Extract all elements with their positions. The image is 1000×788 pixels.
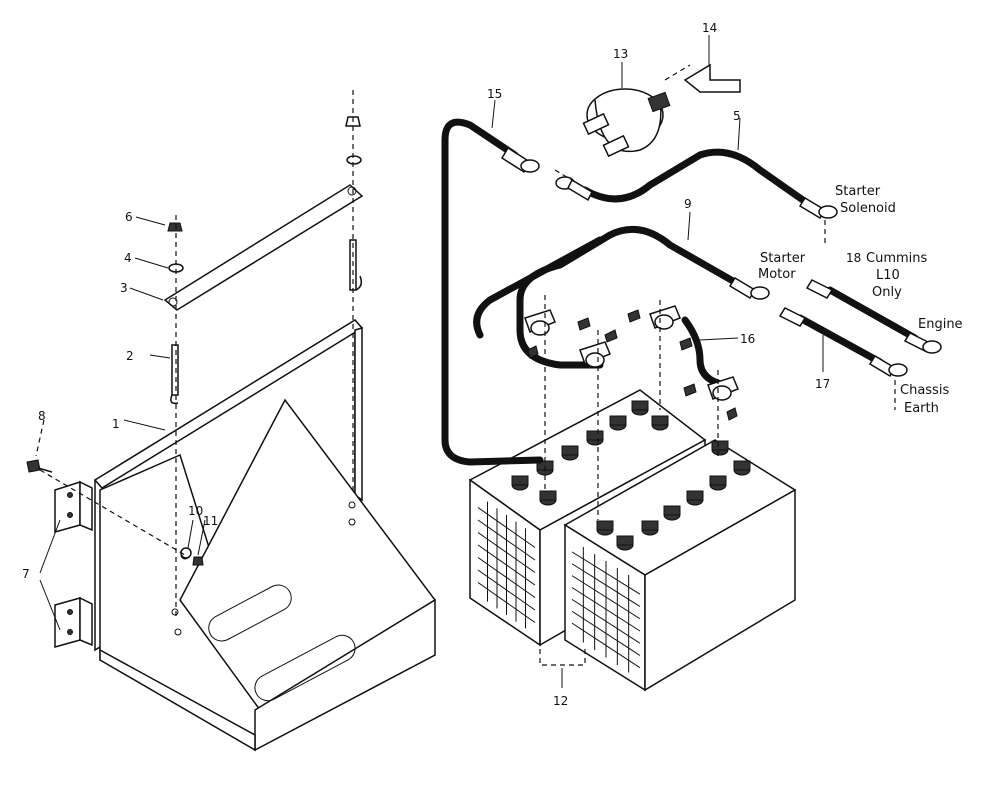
washer-right [346, 155, 362, 165]
cable-16 [681, 316, 729, 389]
callout-16: 16 [740, 332, 755, 346]
note-starter-solenoid-line2: Solenoid [840, 201, 896, 216]
note-cummins-line3: Only [872, 285, 902, 300]
leader-lines [35, 35, 824, 688]
callout-15: 15 [487, 87, 502, 101]
callout-4: 4 [124, 251, 132, 265]
battery-cell-caps [511, 400, 751, 551]
note-chassis-earth-line2: Earth [904, 401, 939, 416]
clamp-bar [163, 184, 364, 311]
note-starter-motor-line1: Starter [760, 251, 806, 266]
battery-tray [93, 319, 437, 752]
note-chassis-earth-line1: Chassis [900, 383, 949, 398]
callout-7: 7 [22, 567, 30, 581]
bolt-8 [26, 459, 53, 473]
callout-17: 17 [815, 377, 830, 391]
battery-grid-texture [477, 501, 641, 673]
note-starter-solenoid-line1: Starter [835, 184, 881, 199]
j-bolt-left [170, 344, 179, 405]
callout-9: 9 [684, 197, 692, 211]
callout-12: 12 [553, 694, 568, 708]
callout-8: 8 [38, 409, 46, 423]
callout-2: 2 [126, 349, 134, 363]
mounting-bracket-lower [54, 596, 93, 648]
callout-3: 3 [120, 281, 128, 295]
j-bolt-right [349, 239, 363, 291]
solenoid-13 [582, 88, 671, 158]
callout-14: 14 [702, 21, 717, 35]
nut-11 [192, 556, 204, 566]
callout-10: 10 [188, 504, 203, 518]
nut-6 [167, 222, 183, 232]
callout-13: 13 [613, 47, 628, 61]
note-cummins-line1: Cummins [866, 251, 927, 266]
callout-18: 18 [846, 251, 861, 265]
callout-6: 6 [125, 210, 133, 224]
note-engine: Engine [918, 317, 963, 332]
bracket-14 [683, 63, 741, 93]
callout-5: 5 [733, 109, 741, 123]
cable-5 [555, 148, 838, 220]
note-starter-motor-line2: Motor [758, 267, 796, 282]
cable-17 [778, 307, 908, 378]
note-cummins-line2: L10 [876, 268, 900, 283]
cable-18 [805, 279, 942, 354]
terminal-clamp [524, 305, 739, 421]
cable-15 [441, 118, 544, 466]
cable-9 [473, 225, 770, 369]
mounting-bracket-upper [54, 480, 93, 533]
callout-1: 1 [112, 417, 120, 431]
callout-11: 11 [203, 514, 218, 528]
